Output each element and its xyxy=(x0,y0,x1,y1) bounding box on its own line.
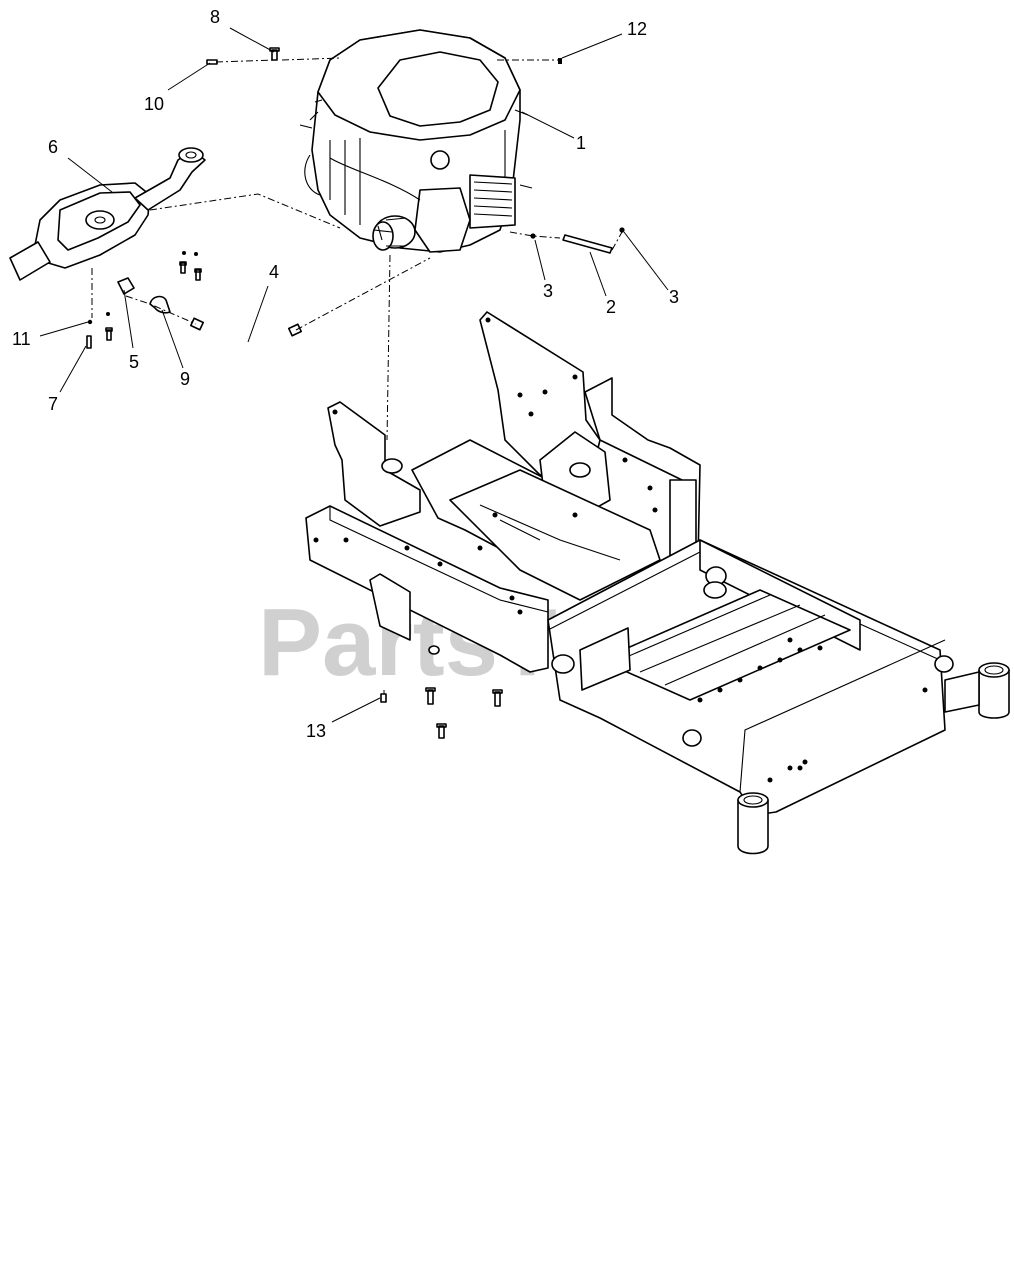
callout-4: 4 xyxy=(269,262,279,282)
hardware xyxy=(86,47,625,703)
oil-filter xyxy=(372,215,416,251)
callout-5: 5 xyxy=(129,352,139,372)
callout-10: 10 xyxy=(144,94,164,114)
leader-lines xyxy=(39,27,669,723)
callout-6: 6 xyxy=(48,137,58,157)
caster-tube-left xyxy=(737,792,769,855)
callout-2: 2 xyxy=(606,297,616,317)
caster-tube-right xyxy=(944,662,1010,719)
callout-11: 11 xyxy=(12,329,31,349)
callout-7: 7 xyxy=(48,394,58,414)
muffler xyxy=(9,147,206,281)
callout-9: 9 xyxy=(180,369,190,389)
callout-13: 13 xyxy=(306,721,326,741)
callout-8: 8 xyxy=(210,7,220,27)
callout-3b: 3 xyxy=(669,287,679,307)
engine-assembly xyxy=(299,29,533,253)
fuel-line xyxy=(189,317,303,351)
callout-labels: 1 2 3 3 4 5 6 7 8 9 10 11 12 13 xyxy=(12,7,679,741)
callout-1: 1 xyxy=(576,133,586,153)
mower-frame xyxy=(305,311,1010,855)
callout-12: 12 xyxy=(627,19,647,39)
frame-bolts xyxy=(425,645,503,739)
callout-3a: 3 xyxy=(543,281,553,301)
assembly-centerlines xyxy=(91,57,623,694)
